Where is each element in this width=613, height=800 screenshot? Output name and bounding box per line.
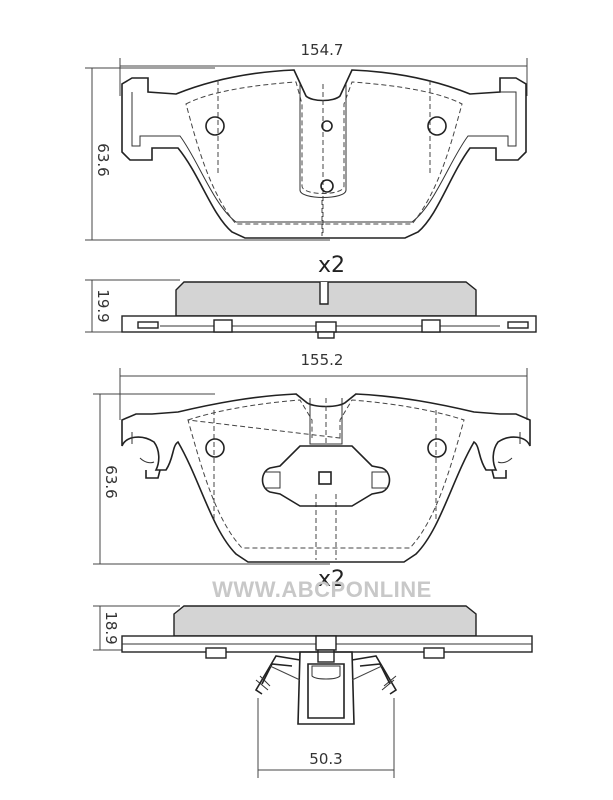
- pad1-front-view: 154.7 63.6: [85, 41, 528, 241]
- pad2-width-dimension: 155.2: [301, 351, 344, 369]
- pad1-height-dimension: 63.6: [94, 143, 112, 176]
- pad1-quantity: x2: [318, 253, 345, 278]
- pad2-clip-width-dimension: 50.3: [309, 750, 342, 768]
- pad2-front-view: 155.2 63.6: [93, 351, 531, 565]
- pad2-quantity: x2: [318, 567, 345, 592]
- pad1-thickness-dimension: 19.9: [94, 289, 112, 322]
- watermark: WWW.ABCPONLINE: [212, 577, 432, 602]
- pad2-thickness-dimension: 18.9: [102, 611, 120, 644]
- pad2-height-dimension: 63.6: [102, 465, 120, 498]
- pad1-side-view: 19.9: [85, 279, 537, 339]
- pad2-side-view: 18.9 50.3: [93, 605, 533, 778]
- pad1-width-dimension: 154.7: [301, 41, 344, 59]
